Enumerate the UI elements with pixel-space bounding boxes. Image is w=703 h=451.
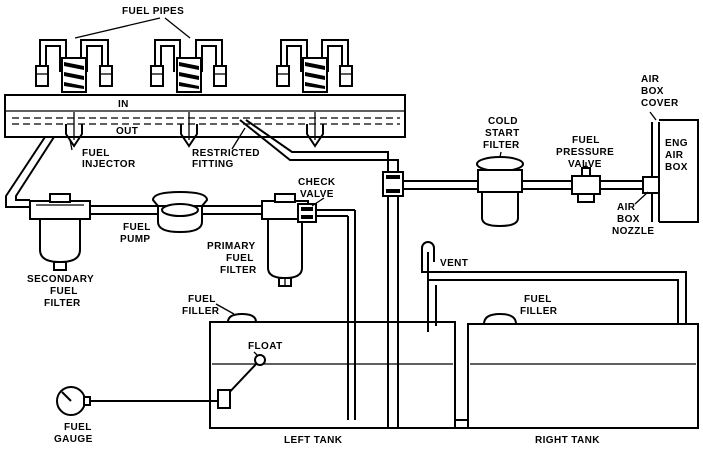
label-fuel-gauge: FUEL — [64, 422, 92, 433]
injector-cluster-1 — [35, 39, 113, 148]
label-in: IN — [118, 99, 129, 110]
label-cold-start-filter: START — [485, 128, 520, 139]
label-eng-air-box: BOX — [665, 162, 688, 173]
label-air-box-nozzle: AIR — [617, 202, 636, 213]
label-air-box-nozzle: NOZZLE — [612, 226, 654, 237]
label-air-box-nozzle: BOX — [617, 214, 640, 225]
labels: FUEL PIPES IN OUT FUEL INJECTOR RESTRICT… — [27, 6, 688, 446]
label-air-box-cover: BOX — [641, 86, 664, 97]
label-eng-air-box: AIR — [665, 150, 684, 161]
label-air-box-cover: AIR — [641, 74, 660, 85]
label-fuel-filler-left: FUEL — [188, 294, 216, 305]
label-left-tank: LEFT TANK — [284, 435, 343, 446]
injector-cluster-3 — [276, 39, 353, 148]
label-check-valve: CHECK — [298, 177, 336, 188]
label-float: FLOAT — [248, 341, 283, 352]
label-cold-start-filter: COLD — [488, 116, 518, 127]
label-primary-fuel-filter: FUEL — [226, 253, 254, 264]
right-tank — [467, 312, 699, 429]
cold-start-filter — [476, 156, 524, 228]
label-fuel-pump: PUMP — [120, 234, 151, 245]
label-fuel-pump: FUEL — [123, 222, 151, 233]
label-check-valve: VALVE — [300, 189, 334, 200]
fuel-gauge — [56, 386, 91, 416]
leader-lines — [69, 17, 657, 357]
label-right-tank: RIGHT TANK — [535, 435, 600, 446]
label-fuel-pressure-valve: FUEL — [572, 135, 600, 146]
label-fuel-injector: FUEL — [82, 148, 110, 159]
tee-fitting — [382, 171, 404, 197]
fuel-pump — [151, 190, 209, 234]
label-fuel-filler-right: FILLER — [520, 306, 558, 317]
injector-cluster-2 — [150, 39, 227, 148]
label-fuel-pressure-valve: VALVE — [568, 159, 602, 170]
label-fuel-filler-left: FILLER — [182, 306, 220, 317]
label-secondary-fuel-filter: SECONDARY — [27, 274, 94, 285]
tank-crossover — [455, 419, 468, 429]
label-restricted-fitting: RESTRICTED — [192, 148, 260, 159]
engine-air-box — [642, 119, 699, 223]
label-secondary-fuel-filter: FILTER — [44, 298, 81, 309]
label-fuel-injector: INJECTOR — [82, 159, 136, 170]
fuel-lines — [5, 119, 687, 428]
label-fuel-gauge: GAUGE — [54, 434, 93, 445]
label-secondary-fuel-filter: FUEL — [50, 286, 78, 297]
check-valve — [297, 203, 317, 223]
label-fuel-filler-right: FUEL — [524, 294, 552, 305]
primary-fuel-filter — [261, 193, 309, 287]
label-eng-air-box: ENG — [665, 138, 688, 149]
label-cold-start-filter: FILTER — [483, 140, 520, 151]
label-primary-fuel-filter: FILTER — [220, 265, 257, 276]
fuel-manifold — [4, 94, 406, 138]
fuel-pressure-valve — [571, 167, 601, 203]
secondary-fuel-filter — [29, 193, 91, 271]
label-primary-fuel-filter: PRIMARY — [207, 241, 256, 252]
label-fuel-pressure-valve: PRESSURE — [556, 147, 614, 158]
label-air-box-cover: COVER — [641, 98, 679, 109]
label-out: OUT — [116, 126, 138, 137]
label-fuel-pipes: FUEL PIPES — [122, 6, 184, 17]
label-restricted-fitting: FITTING — [192, 159, 234, 170]
label-vent: VENT — [440, 258, 468, 269]
left-tank — [209, 312, 456, 429]
